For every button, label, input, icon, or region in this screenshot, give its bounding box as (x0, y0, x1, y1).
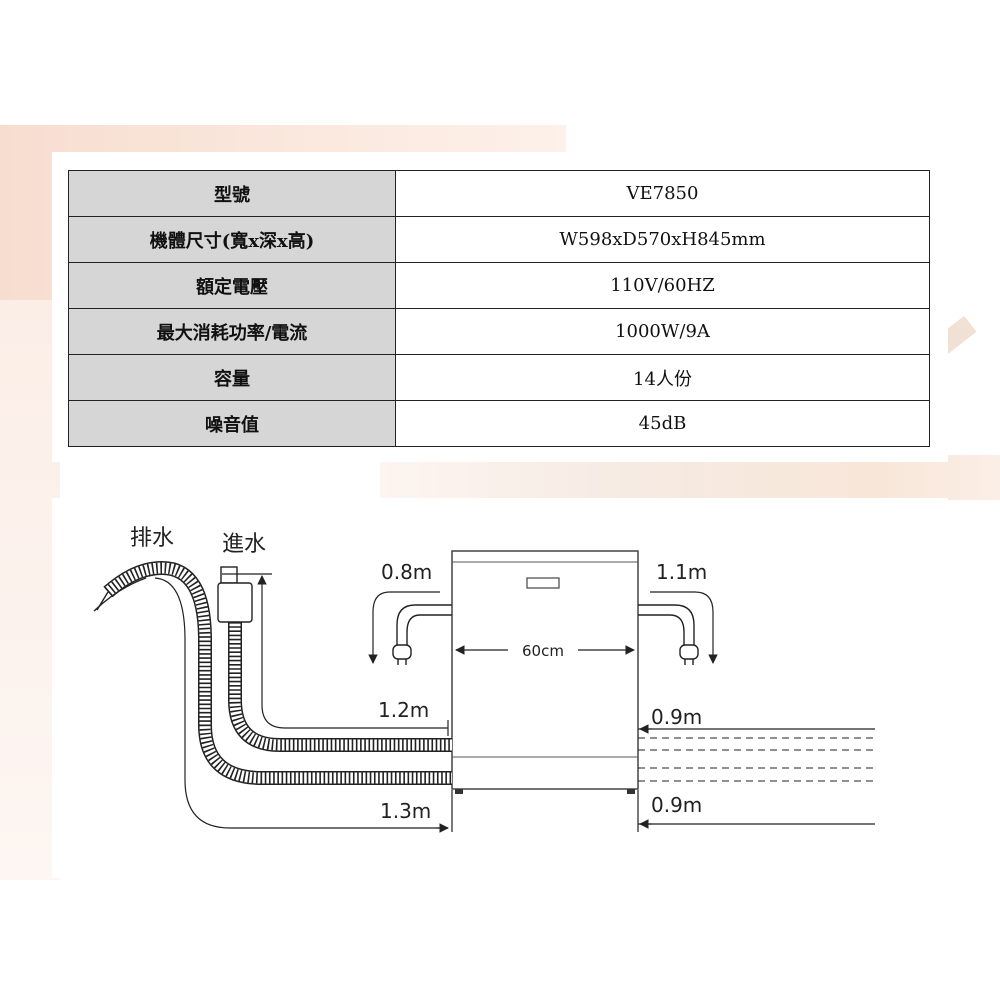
dishwasher-body (451, 550, 639, 794)
spec-value-model: VE7850 (395, 170, 930, 217)
width-label: 60cm (522, 642, 564, 660)
inlet-hose-label: 1.2m (378, 698, 429, 722)
table-row: 容量 14人份 (68, 354, 930, 401)
inlet-label: 進水 (222, 532, 266, 557)
power-left-label: 0.8m (381, 560, 432, 584)
drain-hose-label: 1.3m (380, 799, 431, 823)
table-row: 型號 VE7850 (68, 170, 930, 217)
spec-label-voltage: 額定電壓 (68, 262, 396, 309)
drain-label: 排水 (130, 526, 174, 551)
control-panel-icon (526, 577, 560, 589)
right-lower-label: 0.9m (651, 793, 702, 817)
spec-label-capacity: 容量 (68, 354, 396, 401)
inlet-dimension: 1.2m (257, 575, 449, 736)
spec-label-power: 最大消耗功率/電流 (68, 308, 396, 355)
width-dimension: 60cm (455, 642, 635, 660)
drain-dimension: 1.3m (154, 577, 453, 833)
power-cord-right: 1.1m (638, 560, 718, 665)
spec-value-dimensions: W598xD570xH845mm (395, 216, 930, 263)
spec-value-capacity: 14人份 (395, 354, 930, 401)
foot-left-icon (455, 789, 463, 794)
table-row: 額定電壓 110V/60HZ (68, 262, 930, 309)
spec-table: 型號 VE7850 機體尺寸(寬x深x高) W598xD570xH845mm 額… (68, 170, 930, 447)
plug-right-icon (679, 644, 699, 660)
spec-label-dimensions: 機體尺寸(寬x深x高) (68, 216, 396, 263)
right-upper-label: 0.9m (651, 705, 702, 729)
background-photo-left (0, 300, 60, 880)
valve-icon (220, 566, 238, 584)
spec-value-noise: 45dB (395, 400, 930, 447)
spec-value-power: 1000W/9A (395, 308, 930, 355)
table-row: 噪音值 45dB (68, 400, 930, 447)
foot-right-icon (627, 789, 635, 794)
power-cord-left: 0.8m (368, 560, 452, 665)
right-extensions: 0.9m 0.9m (637, 705, 875, 832)
spec-label-noise: 噪音值 (68, 400, 396, 447)
background-photo-middle (380, 455, 1000, 500)
inlet-hose: 進水 (217, 532, 452, 752)
table-row: 機體尺寸(寬x深x高) W598xD570xH845mm (68, 216, 930, 263)
table-row: 最大消耗功率/電流 1000W/9A (68, 308, 930, 355)
spec-value-voltage: 110V/60HZ (395, 262, 930, 309)
drain-hose: 排水 (93, 526, 452, 785)
power-right-label: 1.1m (656, 560, 707, 584)
inlet-connector-icon (217, 582, 253, 623)
plug-left-icon (392, 644, 412, 660)
spec-label-model: 型號 (68, 170, 396, 217)
